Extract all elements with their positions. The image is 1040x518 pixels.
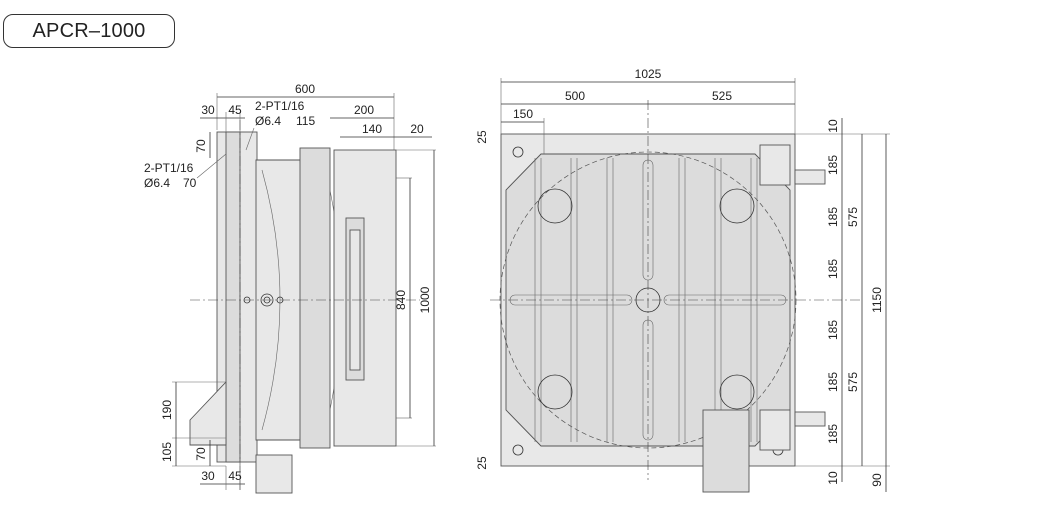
dim-10-top: 10 — [826, 119, 840, 133]
plan-bottom-block — [702, 409, 750, 493]
dim-105: 105 — [160, 442, 174, 462]
model-label: APCR–1000 — [3, 14, 175, 48]
port-top-label: 2-PT1/16 — [255, 99, 305, 113]
dim-185-3: 185 — [826, 259, 840, 279]
dim-575-top: 575 — [846, 207, 860, 227]
dim-500: 500 — [565, 89, 585, 103]
side-middle-plate — [299, 147, 331, 449]
fitting-bottom — [759, 409, 791, 451]
plan-view: 1025 500 525 150 25 25 10 185 185 185 18… — [475, 67, 890, 493]
side-center-port — [260, 293, 274, 307]
access-hole — [719, 188, 755, 224]
side-view: 600 30 45 2-PT1/16 Ø6.4 115 200 140 20 7… — [144, 82, 436, 494]
dim-20: 20 — [410, 122, 424, 136]
dim-10-bottom: 10 — [826, 471, 840, 485]
dim-45-bottom: 45 — [228, 469, 242, 483]
fitting-bottom-pipe — [794, 411, 826, 427]
dim-840: 840 — [394, 290, 408, 310]
dim-600: 600 — [295, 82, 315, 96]
side-table-arc — [261, 169, 281, 431]
dim-185-5: 185 — [826, 372, 840, 392]
port-side-size: Ø6.4 — [144, 176, 170, 190]
leader-line — [245, 127, 255, 151]
dim-45-top: 45 — [228, 103, 242, 117]
side-bottom-block — [255, 454, 293, 494]
dim-185-1: 185 — [826, 155, 840, 175]
dim-1150: 1150 — [870, 287, 884, 313]
dim-25-bottom: 25 — [475, 456, 489, 470]
dim-150: 150 — [513, 107, 533, 121]
dim-70-top: 70 — [194, 139, 208, 153]
corner-bolt — [512, 444, 524, 456]
side-housing — [333, 149, 397, 447]
fitting-top-pipe — [794, 169, 826, 185]
leader-line — [196, 153, 227, 179]
dim-185-4: 185 — [826, 320, 840, 340]
dim-25-top: 25 — [475, 130, 489, 144]
corner-bolt — [512, 146, 524, 158]
dim-1000: 1000 — [418, 286, 432, 313]
port-side-depth: 70 — [183, 176, 197, 190]
side-base-inner — [225, 131, 241, 463]
dim-70-bottom: 70 — [194, 447, 208, 461]
access-hole — [537, 374, 573, 410]
dim-185-2: 185 — [826, 207, 840, 227]
dim-190: 190 — [160, 400, 174, 420]
port-side-label: 2-PT1/16 — [144, 161, 194, 175]
dim-185-6: 185 — [826, 424, 840, 444]
dim-90: 90 — [870, 473, 884, 487]
dim-200: 200 — [354, 103, 374, 117]
dim-575-bottom: 575 — [846, 372, 860, 392]
port-top-depth: 115 — [296, 114, 315, 128]
dim-140: 140 — [362, 122, 382, 136]
fitting-top — [759, 144, 791, 186]
dim-30-top: 30 — [201, 103, 215, 117]
access-hole — [537, 188, 573, 224]
side-foot — [189, 380, 227, 446]
access-hole — [719, 374, 755, 410]
dim-525: 525 — [712, 89, 732, 103]
dim-1025: 1025 — [635, 67, 662, 81]
dim-30-bottom: 30 — [201, 469, 215, 483]
port-top-size: Ø6.4 — [255, 114, 281, 128]
